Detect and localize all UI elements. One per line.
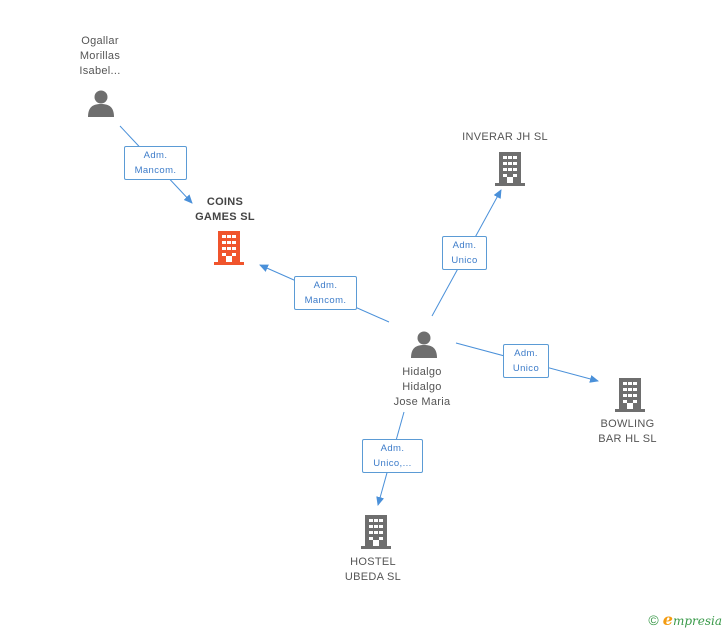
node-label-hidalgo[interactable]: Hidalgo Hidalgo Jose Maria: [393, 366, 451, 408]
person-icon[interactable]: [88, 90, 114, 118]
node-label-inverar[interactable]: INVERAR JH SL: [462, 131, 548, 143]
person-icon[interactable]: [411, 331, 437, 359]
node-label-ogallar[interactable]: Ogallar Morillas Isabel...: [79, 35, 121, 77]
node-label-bowling[interactable]: BOWLING BAR HL SL: [598, 418, 657, 445]
edge-label-hidalgo-coins: Adm. Mancom.: [294, 276, 357, 310]
edge-label-hidalgo-hostel: Adm. Unico,...: [362, 439, 423, 473]
edge-label-hidalgo-inverar: Adm. Unico: [442, 236, 487, 270]
copyright-icon: ©: [648, 611, 659, 628]
building-icon[interactable]: [361, 515, 391, 549]
building-icon[interactable]: [495, 152, 525, 186]
edge-label-ogallar-coins: Adm. Mancom.: [124, 146, 187, 180]
brand-logo: empresia: [662, 610, 722, 629]
building-icon[interactable]: [615, 378, 645, 412]
building-icon[interactable]: [214, 231, 244, 265]
brand-footer[interactable]: © empresia: [648, 610, 722, 629]
edge-label-hidalgo-bowling: Adm. Unico: [503, 344, 549, 378]
node-label-coins[interactable]: COINS GAMES SL: [195, 196, 255, 223]
node-label-hostel[interactable]: HOSTEL UBEDA SL: [344, 556, 402, 583]
